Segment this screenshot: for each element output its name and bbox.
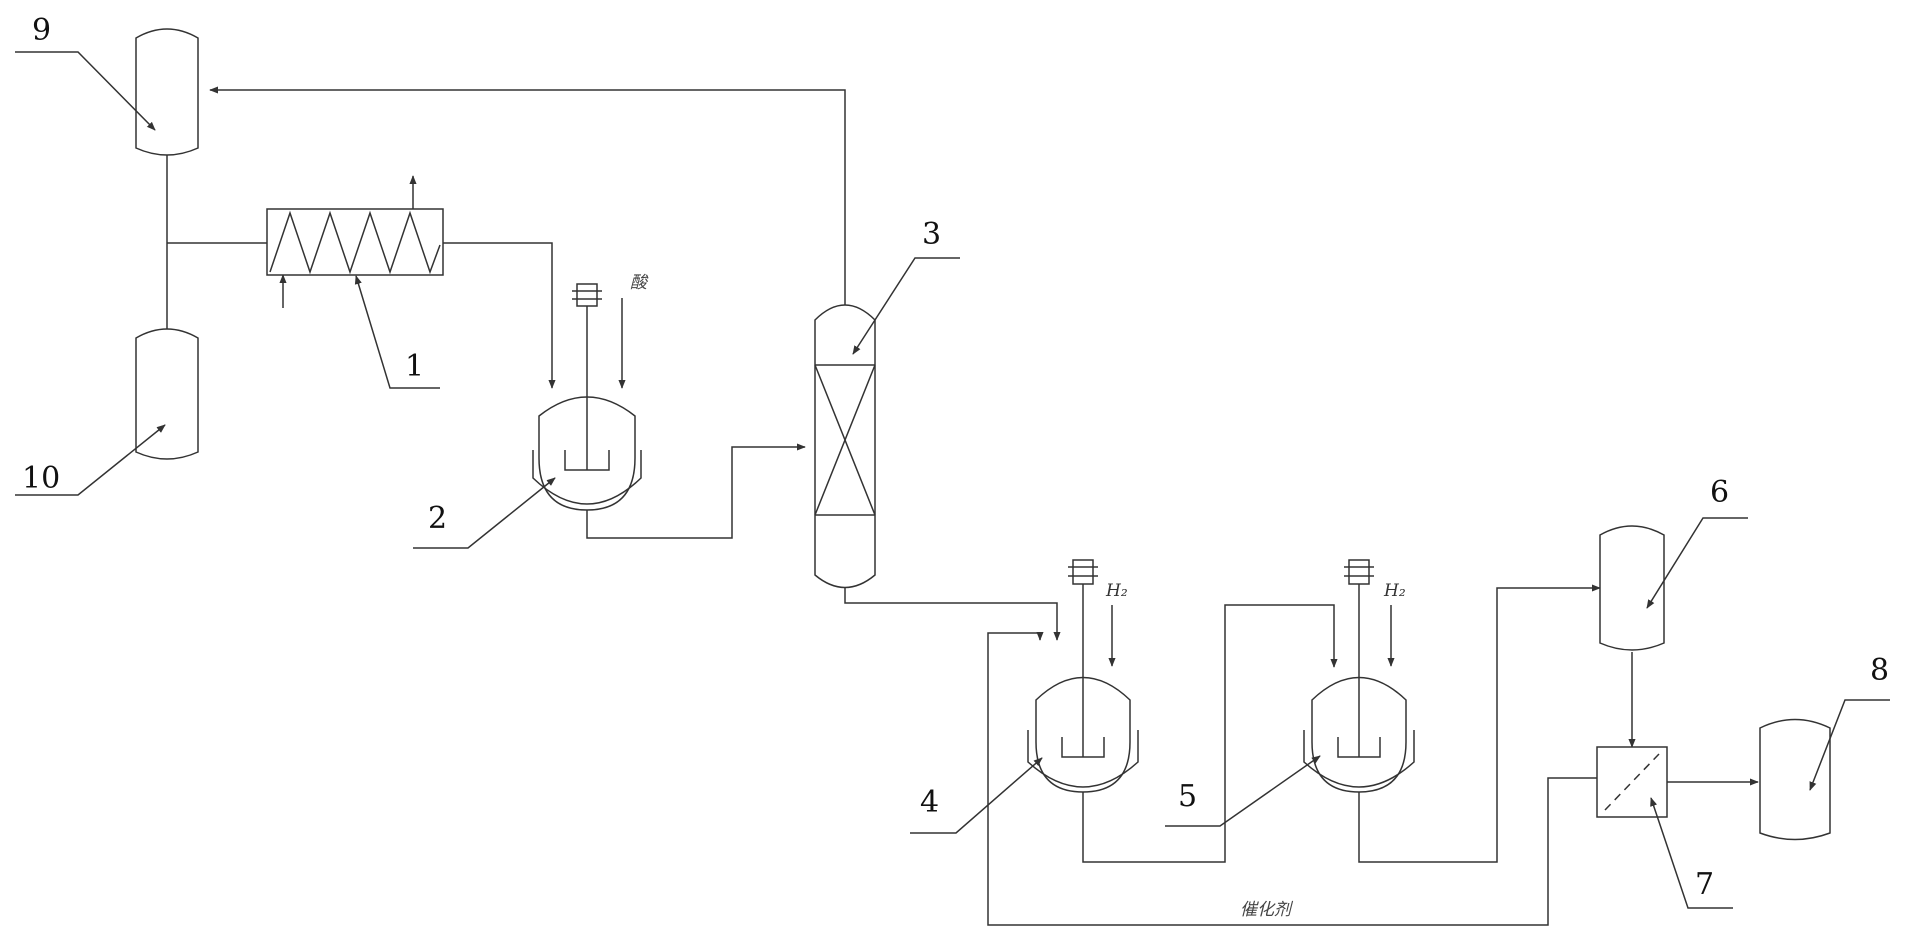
storage-tank-8 <box>1759 718 1831 841</box>
label-reactor-5: 5 <box>1178 779 1197 814</box>
storage-tank-6 <box>1599 525 1665 651</box>
label-acid-feed: 酸 <box>630 273 649 293</box>
label-tank-6: 6 <box>1710 475 1729 510</box>
filter-7 <box>1596 746 1668 818</box>
catalyst-recycle-line <box>987 631 1597 926</box>
storage-tank-10 <box>135 328 199 460</box>
agitator-motor-icon <box>1068 559 1098 585</box>
label-h2-feed-reactor-5: H₂ <box>1383 581 1406 601</box>
label-tank-10: 10 <box>22 461 60 496</box>
heat-exchanger-1 <box>266 208 444 276</box>
label-catalyst-recycle: 催化剂 <box>1240 900 1294 920</box>
reactor-2-to-column-3 <box>586 443 806 539</box>
label-tank-8: 8 <box>1870 653 1889 688</box>
storage-tank-9 <box>135 28 199 156</box>
label-reactor-4: 4 <box>920 785 939 820</box>
column-3-to-reactor-4 <box>844 588 1061 641</box>
reactor-5 <box>1303 559 1415 793</box>
label-reactor-2: 2 <box>428 501 447 536</box>
reactor-5-to-tank-6 <box>1358 584 1601 863</box>
exchanger-1-to-reactor-2 <box>443 242 556 389</box>
label-tank-9: 9 <box>32 13 51 48</box>
label-filter-7: 7 <box>1695 867 1714 902</box>
reactor-2 <box>532 283 642 511</box>
agitator-motor-icon <box>572 283 602 307</box>
label-h2-feed-reactor-4: H₂ <box>1105 581 1128 601</box>
reactor-4 <box>1027 559 1139 793</box>
leader-lines <box>15 51 1890 909</box>
recycle-line-to-tank-9 <box>209 86 846 305</box>
piping <box>166 86 1759 926</box>
label-column-3: 3 <box>922 217 941 252</box>
reactor-4-to-reactor-5 <box>1082 604 1338 863</box>
label-exchanger-1: 1 <box>405 349 424 384</box>
agitator-motor-icon <box>1344 559 1374 585</box>
distillation-column-3 <box>814 304 876 589</box>
